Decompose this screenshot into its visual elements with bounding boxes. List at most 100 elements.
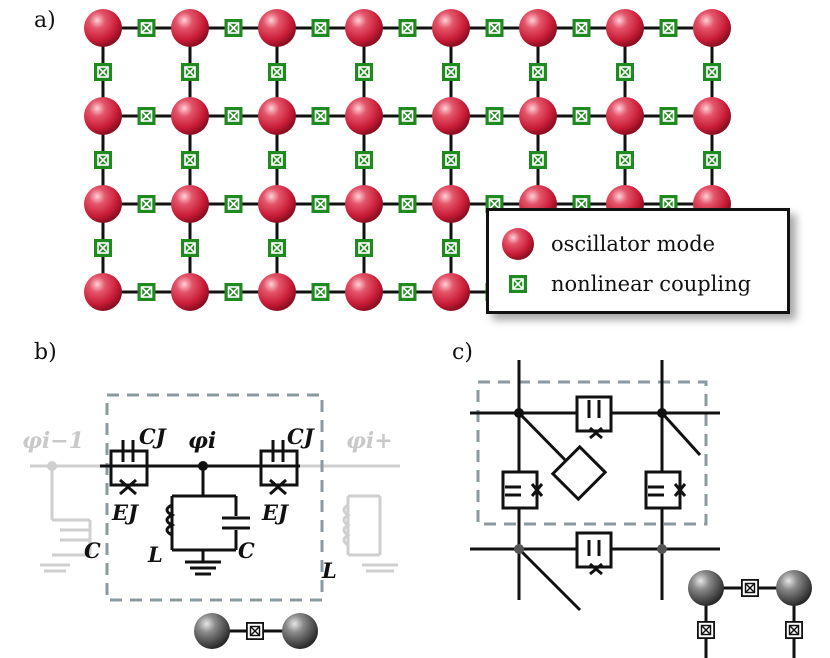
label-L: L: [147, 542, 163, 567]
coupler-icon: [441, 150, 461, 170]
circuit-b: [30, 393, 400, 633]
oscillator-mode: [693, 97, 731, 135]
coupler-icon: [615, 62, 635, 82]
coupler-icon: [223, 18, 244, 38]
neighbor-right-circuit: [300, 464, 400, 573]
legend-row-oscillator: oscillator mode: [501, 227, 715, 261]
oscillator-mode: [432, 185, 470, 223]
neighbor-left-circuit: [30, 464, 108, 573]
oscillator-mode: [345, 97, 383, 135]
oscillator-mode: [84, 9, 122, 47]
coupler-icon: [441, 62, 461, 82]
oscillator-mode: [258, 273, 296, 311]
circuit-c: [470, 360, 720, 612]
oscillator-mode: [432, 97, 470, 135]
coupler-icon: [267, 238, 287, 258]
panel-label-a: a): [34, 8, 56, 33]
oscillator-mode: [432, 273, 470, 311]
oscillator-mode-icon: [502, 228, 534, 260]
coupler-icon: [658, 106, 679, 126]
oscillator-mode: [345, 9, 383, 47]
oscillator-mode: [693, 9, 731, 47]
legend-row-coupling: nonlinear coupling: [501, 271, 751, 297]
coupler-icon: [136, 282, 157, 302]
panel-label-c: c): [452, 340, 473, 365]
oscillator-mode: [345, 185, 383, 223]
label-cj-left: CJ: [139, 424, 168, 449]
oscillator-mode: [432, 9, 470, 47]
oscillator-mode: [84, 273, 122, 311]
oscillator-mode: [171, 97, 209, 135]
coupler-icon: [615, 150, 635, 170]
coupler-icon: [180, 150, 200, 170]
coupler-icon: [397, 282, 418, 302]
coupler-icon: [354, 238, 374, 258]
node-prev: [47, 461, 57, 471]
oscillator-mode: [171, 9, 209, 47]
coupler-icon: [528, 62, 548, 82]
coupler-icon: [702, 150, 722, 170]
coupler-icon: [484, 18, 505, 38]
c-coupler-h-icon: [741, 579, 759, 597]
legend-oscillator-label: oscillator mode: [551, 232, 716, 256]
unit-cell-box: [105, 393, 324, 602]
oscillator-mode: [171, 273, 209, 311]
coupler-icon: [180, 238, 200, 258]
c-coupler-v-right-icon: [785, 621, 803, 639]
dimer-coupler-icon: [246, 622, 264, 640]
oscillator-mode: [258, 9, 296, 47]
coupler-icon: [136, 194, 157, 214]
label-ej-right: EJ: [261, 500, 290, 525]
coupler-icon: [702, 62, 722, 82]
node-c-bl: [514, 544, 524, 554]
oscillator-mode: [258, 185, 296, 223]
coupler-icon: [223, 194, 244, 214]
coupler-icon: [310, 18, 331, 38]
dimer-mode-right: [282, 613, 318, 649]
coupler-icon: [180, 62, 200, 82]
oscillator-mode: [345, 273, 383, 311]
node-c-br: [657, 544, 667, 554]
c-mode-left: [688, 570, 724, 606]
coupler-icon: [136, 106, 157, 126]
label-cj-right: CJ: [287, 424, 316, 449]
oscillator-mode: [84, 185, 122, 223]
coupler-icon: [528, 150, 548, 170]
label-ej-left: EJ: [111, 500, 140, 525]
label-C-left: C: [84, 538, 101, 563]
unit-cell-box-c: [476, 380, 708, 526]
nonlinear-coupling-icon: [508, 274, 528, 294]
panel-label-b: b): [34, 340, 57, 365]
coupler-icon: [571, 18, 592, 38]
oscillator-mode: [519, 97, 557, 135]
coupler-icon: [93, 238, 113, 258]
oscillator-mode: [258, 97, 296, 135]
coupler-icon: [136, 18, 157, 38]
oscillator-mode: [171, 185, 209, 223]
coupler-icon: [223, 106, 244, 126]
label-C: C: [238, 538, 255, 563]
legend: oscillator mode nonlinear coupling: [486, 208, 790, 314]
coupler-icon: [310, 282, 331, 302]
coupler-icon: [223, 282, 244, 302]
coupler-icon: [310, 106, 331, 126]
label-L-right: L: [321, 558, 337, 583]
coupler-icon: [93, 150, 113, 170]
coupler-icon: [484, 106, 505, 126]
coupler-icon: [658, 18, 679, 38]
coupler-icon: [397, 106, 418, 126]
coupler-icon: [397, 194, 418, 214]
oscillator-mode: [606, 9, 644, 47]
node-c-tl: [514, 408, 524, 418]
oscillator-mode: [84, 97, 122, 135]
coupler-icon: [267, 62, 287, 82]
coupler-icon: [267, 150, 287, 170]
coupler-icon: [93, 62, 113, 82]
oscillator-mode: [606, 97, 644, 135]
label-phi-next: φi+: [346, 428, 393, 454]
coupler-icon: [441, 238, 461, 258]
c-coupler-v-left-icon: [697, 621, 715, 639]
label-phi-i: φi: [188, 428, 216, 454]
coupler-icon: [354, 150, 374, 170]
